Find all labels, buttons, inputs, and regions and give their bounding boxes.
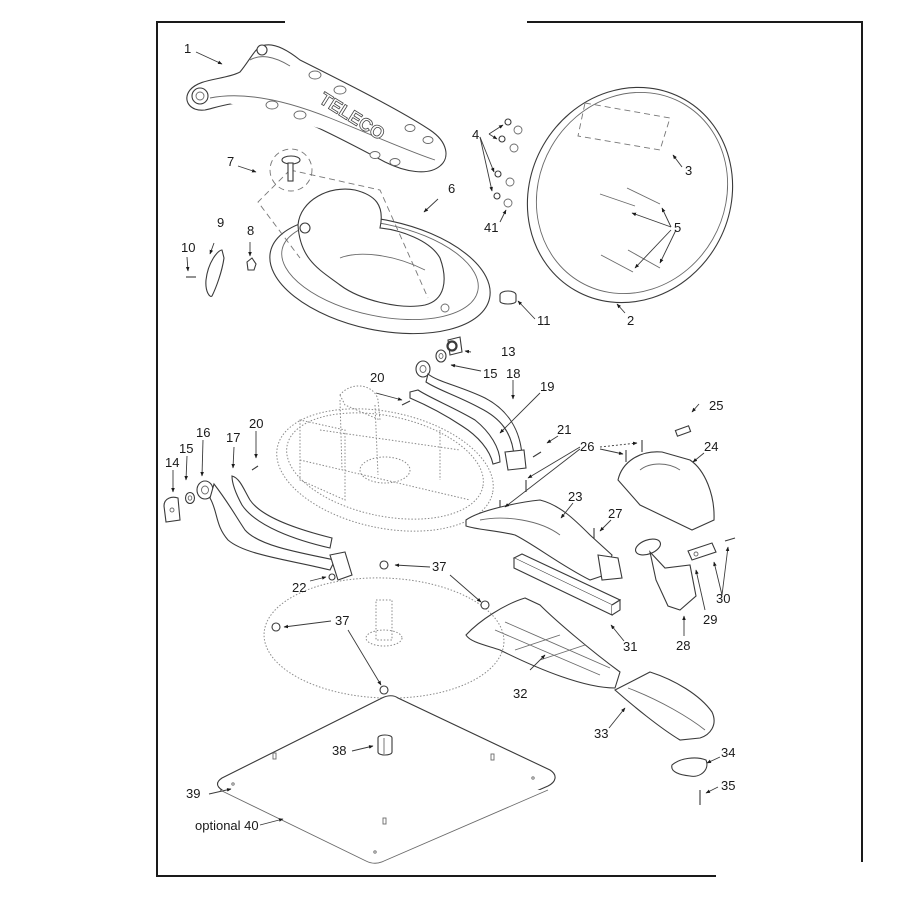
part-9-side-cap: [205, 249, 225, 297]
callout-8: 8: [247, 223, 254, 238]
callout-37-lower: 37: [335, 613, 349, 628]
part-5-dish-bolts: [599, 187, 661, 273]
callout-6: 6: [448, 181, 455, 196]
part-1-arm-top-cover: TELECO: [186, 44, 447, 173]
part-20-screw-lower: [251, 465, 259, 471]
callout-33: 33: [594, 726, 608, 741]
callout-35: 35: [721, 778, 735, 793]
leader-lines: [171, 51, 730, 826]
callout-40-optional: optional 40: [195, 818, 259, 833]
part-30-clamp-screw: [724, 537, 736, 542]
part-14-bearing-block: [163, 496, 181, 523]
part-16-left-arm-link: [196, 480, 353, 581]
part-13-bearing-block: [446, 336, 463, 356]
part-34-end-plate: [671, 757, 708, 777]
part-39-base-plate: [216, 695, 556, 864]
callout-7: 7: [227, 154, 234, 169]
callout-4: 4: [472, 127, 479, 142]
part-28-lnb: [635, 538, 697, 611]
callout-38: 38: [332, 743, 346, 758]
part-15-washer-upper: [435, 349, 447, 363]
callout-27: 27: [608, 506, 622, 521]
part-2-dish-reflector: [526, 86, 734, 304]
callout-21: 21: [557, 422, 571, 437]
callout-13: 13: [501, 344, 515, 359]
callout-39: 39: [186, 786, 200, 801]
callout-25: 25: [709, 398, 723, 413]
part-38-center-bushing: [377, 734, 393, 756]
callout-15-upper: 15: [483, 366, 497, 381]
part-19-right-arm-cover: [409, 389, 501, 465]
callout-3: 3: [685, 163, 692, 178]
callout-1: 1: [184, 41, 191, 56]
part-8-clip: [246, 257, 257, 271]
part-18-right-arm-link: [415, 360, 527, 471]
callout-19: 19: [540, 379, 554, 394]
callout-9: 9: [217, 215, 224, 230]
chassis-hidden-view: [276, 385, 494, 532]
part-6-main-housing-cover: [257, 169, 491, 335]
part-37-hex-nuts: [271, 560, 490, 695]
callout-31: 31: [623, 639, 637, 654]
part-20-screw-upper: [401, 400, 411, 406]
part-11-cap-plug: [499, 290, 517, 305]
callout-22: 22: [292, 580, 306, 595]
callout-2: 2: [627, 313, 634, 328]
part-29-lnb-clamp: [687, 542, 717, 561]
callout-14: 14: [165, 455, 179, 470]
callout-28: 28: [676, 638, 690, 653]
callout-37-upper: 37: [432, 559, 446, 574]
callout-32: 32: [513, 686, 527, 701]
callout-17: 17: [226, 430, 240, 445]
callout-41: 41: [484, 220, 498, 235]
part-31-square-tube: [512, 553, 622, 616]
callout-20-upper: 20: [370, 370, 384, 385]
diagram-frame: [156, 21, 863, 877]
part-15-washer-lower: [184, 491, 196, 505]
callout-18: 18: [506, 366, 520, 381]
part-3-dish-label: [577, 102, 671, 151]
callout-11: 11: [537, 313, 551, 328]
callout-labels: 1 2 3 4 5 6 7 8 9 10 11 13 14 15 15 16 1…: [165, 41, 735, 833]
part-7-rivet-pin: [269, 148, 313, 192]
callout-5: 5: [674, 220, 681, 235]
callout-23: 23: [568, 489, 582, 504]
part-17-left-arm-cover: [231, 475, 333, 549]
callout-15-lower: 15: [179, 441, 193, 456]
part-33-front-cover: [614, 671, 715, 741]
callout-30: 30: [716, 591, 730, 606]
callout-10: 10: [181, 240, 195, 255]
callout-20-lower: 20: [249, 416, 263, 431]
callout-24: 24: [704, 439, 718, 454]
callout-34: 34: [721, 745, 735, 760]
callout-29: 29: [703, 612, 717, 627]
part-4-nuts-and-part-41-washers: [493, 118, 523, 208]
part-22-nut: [328, 573, 336, 581]
part-24-lnb-hood: [617, 451, 715, 531]
part-23-lnb-arm: [465, 499, 623, 581]
part-32-arm-base-tray: [465, 597, 621, 689]
callout-16: 16: [196, 425, 210, 440]
callout-26: 26: [580, 439, 594, 454]
part-21-screw: [532, 451, 542, 458]
part-25-pin: [674, 425, 692, 437]
